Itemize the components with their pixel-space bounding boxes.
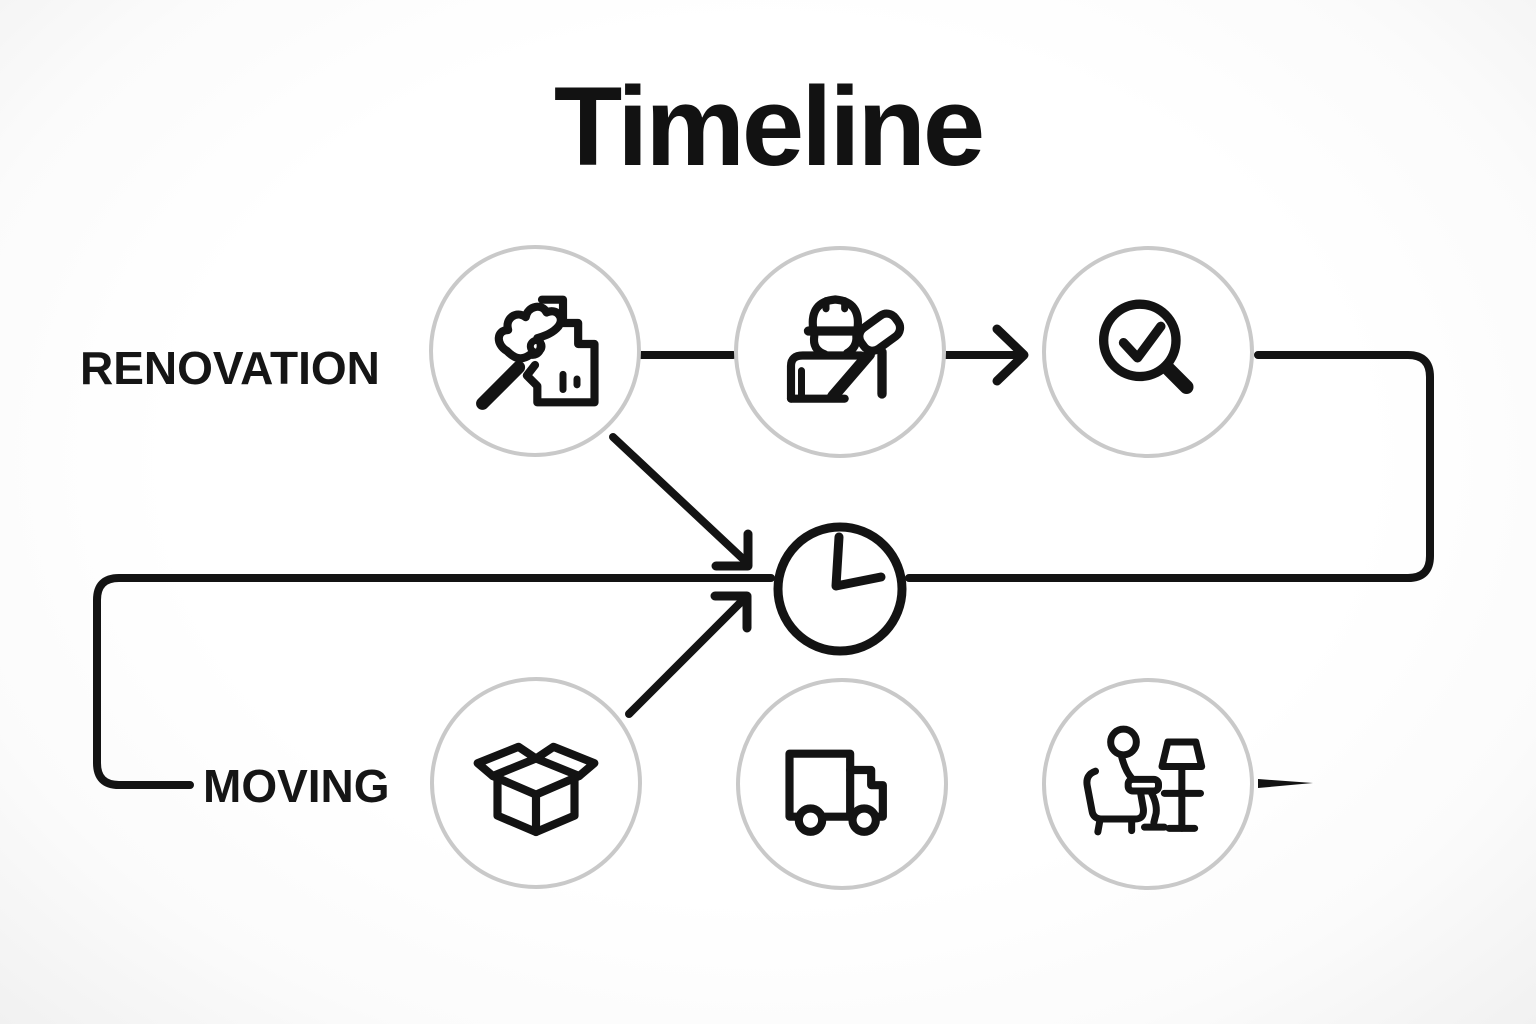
line-inspection-to-clock	[905, 351, 1434, 582]
clock-hands	[831, 532, 886, 591]
trailing-stroke	[1258, 779, 1313, 788]
node-renovation-demolition	[429, 245, 641, 457]
node-moving-truck	[736, 678, 948, 890]
moving-truck-icon	[785, 749, 887, 836]
line-clock-to-moving	[93, 574, 775, 789]
demolition-hammer-icon	[476, 295, 599, 410]
node-moving-settled	[1042, 678, 1254, 890]
clock-icon	[773, 522, 907, 656]
node-renovation-construction	[734, 246, 946, 458]
line-box-to-clock	[625, 599, 744, 718]
page-title: Timeline	[553, 64, 985, 189]
construction-worker-icon	[786, 295, 905, 403]
renovation-label: RENOVATION	[80, 342, 380, 394]
arrowhead-demolition-to-clock	[711, 529, 753, 571]
arrowhead-box-to-clock	[710, 591, 752, 633]
line-demolition-to-clock	[609, 433, 746, 562]
node-renovation-inspection	[1042, 246, 1254, 458]
inspection-check-icon	[1099, 299, 1194, 394]
moving-label: MOVING	[203, 760, 390, 812]
open-box-icon	[473, 742, 599, 837]
settled-home-icon	[1083, 725, 1206, 836]
arrowhead-reno-step3	[992, 324, 1029, 386]
node-moving-box	[430, 677, 642, 889]
